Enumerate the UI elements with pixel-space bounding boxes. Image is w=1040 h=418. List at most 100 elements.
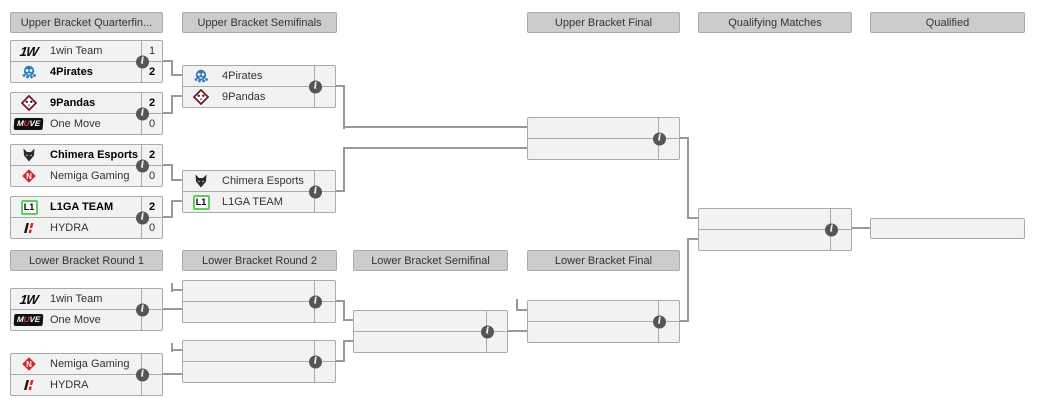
9pandas-logo-icon — [11, 93, 47, 113]
connector-line — [343, 319, 353, 321]
header-lower-bracket-round1: Lower Bracket Round 1 — [10, 250, 163, 271]
match-lb-round2-2: i — [182, 340, 336, 383]
team-score — [314, 66, 335, 86]
team-score — [830, 230, 851, 250]
header-qualifying-matches: Qualifying Matches — [698, 12, 852, 33]
team-score — [314, 171, 335, 191]
team-score: 2 — [141, 197, 162, 217]
team-score — [314, 281, 335, 301]
team-slot-tbd[interactable] — [528, 322, 679, 342]
connector-line — [171, 289, 182, 291]
team-slot-tbd[interactable] — [528, 139, 679, 159]
connector-line — [171, 95, 173, 114]
team-slot-tbd[interactable] — [528, 301, 679, 322]
team-slot-9pandas[interactable]: 9Pandas 2 — [11, 93, 162, 114]
connector-line — [836, 227, 870, 229]
connector-line — [343, 340, 345, 362]
team-name: HYDRA — [50, 379, 89, 391]
team-slot-l1ga-team[interactable]: L1 L1GA TEAM 2 — [11, 197, 162, 218]
team-score: 2 — [141, 145, 162, 165]
info-icon[interactable]: i — [653, 132, 666, 145]
header-qualified: Qualified — [870, 12, 1025, 33]
team-slot-hydra[interactable]: HYDRA — [11, 375, 162, 395]
info-icon[interactable]: i — [309, 185, 322, 198]
team-slot-1win-team[interactable]: 1W 1win Team 1 — [11, 41, 162, 62]
connector-line — [171, 343, 173, 352]
match-ub-final: i — [527, 117, 680, 160]
match-qualifying: i — [698, 208, 852, 251]
connector-line — [492, 330, 527, 332]
header-lower-bracket-final: Lower Bracket Final — [527, 250, 680, 271]
team-name: 4Pirates — [222, 70, 263, 82]
connector-line — [171, 200, 182, 202]
info-icon[interactable]: i — [136, 368, 149, 381]
hydra-logo-icon — [11, 218, 47, 238]
match-ub-semifinal-2: Chimera Esports L1 L1GA TEAM i — [182, 170, 336, 213]
header-upper-bracket-final: Upper Bracket Final — [527, 12, 680, 33]
team-slot-1win-team[interactable]: 1W 1win Team — [11, 289, 162, 310]
connector-line — [687, 238, 689, 322]
nemiga-logo-icon: N — [11, 354, 47, 374]
hydra-logo-icon — [11, 375, 47, 395]
team-slot-l1ga-team[interactable]: L1 L1GA TEAM — [183, 192, 335, 212]
team-name: One Move — [50, 118, 101, 130]
connector-line — [343, 85, 345, 129]
info-icon[interactable]: i — [136, 303, 149, 316]
team-slot-nemiga-gaming[interactable]: N Nemiga Gaming 0 — [11, 166, 162, 186]
team-slot-chimera-esports[interactable]: Chimera Esports 2 — [11, 145, 162, 166]
connector-line — [147, 308, 182, 310]
info-icon[interactable]: i — [309, 295, 322, 308]
info-icon[interactable]: i — [136, 55, 149, 68]
team-score — [314, 87, 335, 107]
9pandas-logo-icon — [183, 87, 219, 107]
team-score — [314, 341, 335, 361]
team-slot-nemiga-gaming[interactable]: N Nemiga Gaming — [11, 354, 162, 375]
info-icon[interactable]: i — [136, 159, 149, 172]
connector-line — [171, 164, 173, 181]
info-icon[interactable]: i — [825, 223, 838, 236]
chimera-logo-icon — [183, 171, 219, 191]
team-slot-tbd[interactable] — [183, 341, 335, 362]
team-slot-tbd[interactable] — [183, 302, 335, 322]
team-name: 4Pirates — [50, 66, 93, 78]
team-name: Chimera Esports — [50, 149, 139, 161]
connector-line — [687, 238, 698, 240]
team-score — [658, 322, 679, 342]
team-name: L1GA TEAM — [50, 201, 114, 213]
team-slot-hydra[interactable]: HYDRA 0 — [11, 218, 162, 238]
info-icon[interactable]: i — [481, 325, 494, 338]
connector-line — [687, 217, 698, 219]
team-slot-4pirates[interactable]: 4Pirates 2 — [11, 62, 162, 82]
team-slot-9pandas[interactable]: 9Pandas — [183, 87, 335, 107]
team-slot-tbd[interactable] — [699, 230, 851, 250]
chimera-logo-icon — [11, 145, 47, 165]
team-slot-chimera-esports[interactable]: Chimera Esports — [183, 171, 335, 192]
info-icon[interactable]: i — [653, 315, 666, 328]
match-lb-final: i — [527, 300, 680, 343]
team-score — [658, 301, 679, 321]
team-slot-tbd[interactable] — [354, 311, 507, 332]
team-slot-tbd[interactable] — [183, 281, 335, 302]
team-slot-tbd[interactable] — [354, 332, 507, 352]
qualified-slot[interactable] — [870, 218, 1025, 239]
team-slot-4pirates[interactable]: 4Pirates — [183, 66, 335, 87]
connector-line — [343, 147, 345, 192]
connector-line — [343, 126, 527, 128]
info-icon[interactable]: i — [136, 211, 149, 224]
team-score: 0 — [141, 114, 162, 134]
match-ub-quarterfinal-4: L1 L1GA TEAM 2 HYDRA 0 i — [10, 196, 163, 239]
team-slot-tbd[interactable] — [699, 209, 851, 230]
team-name: 1win Team — [50, 45, 103, 57]
connector-line — [343, 340, 353, 342]
info-icon[interactable]: i — [309, 355, 322, 368]
team-slot-tbd[interactable] — [183, 362, 335, 382]
team-slot-tbd[interactable] — [528, 118, 679, 139]
team-score: 2 — [141, 93, 162, 113]
l1ga-logo-icon: L1 — [183, 192, 219, 212]
info-icon[interactable]: i — [136, 107, 149, 120]
info-icon[interactable]: i — [309, 80, 322, 93]
team-score — [658, 139, 679, 159]
